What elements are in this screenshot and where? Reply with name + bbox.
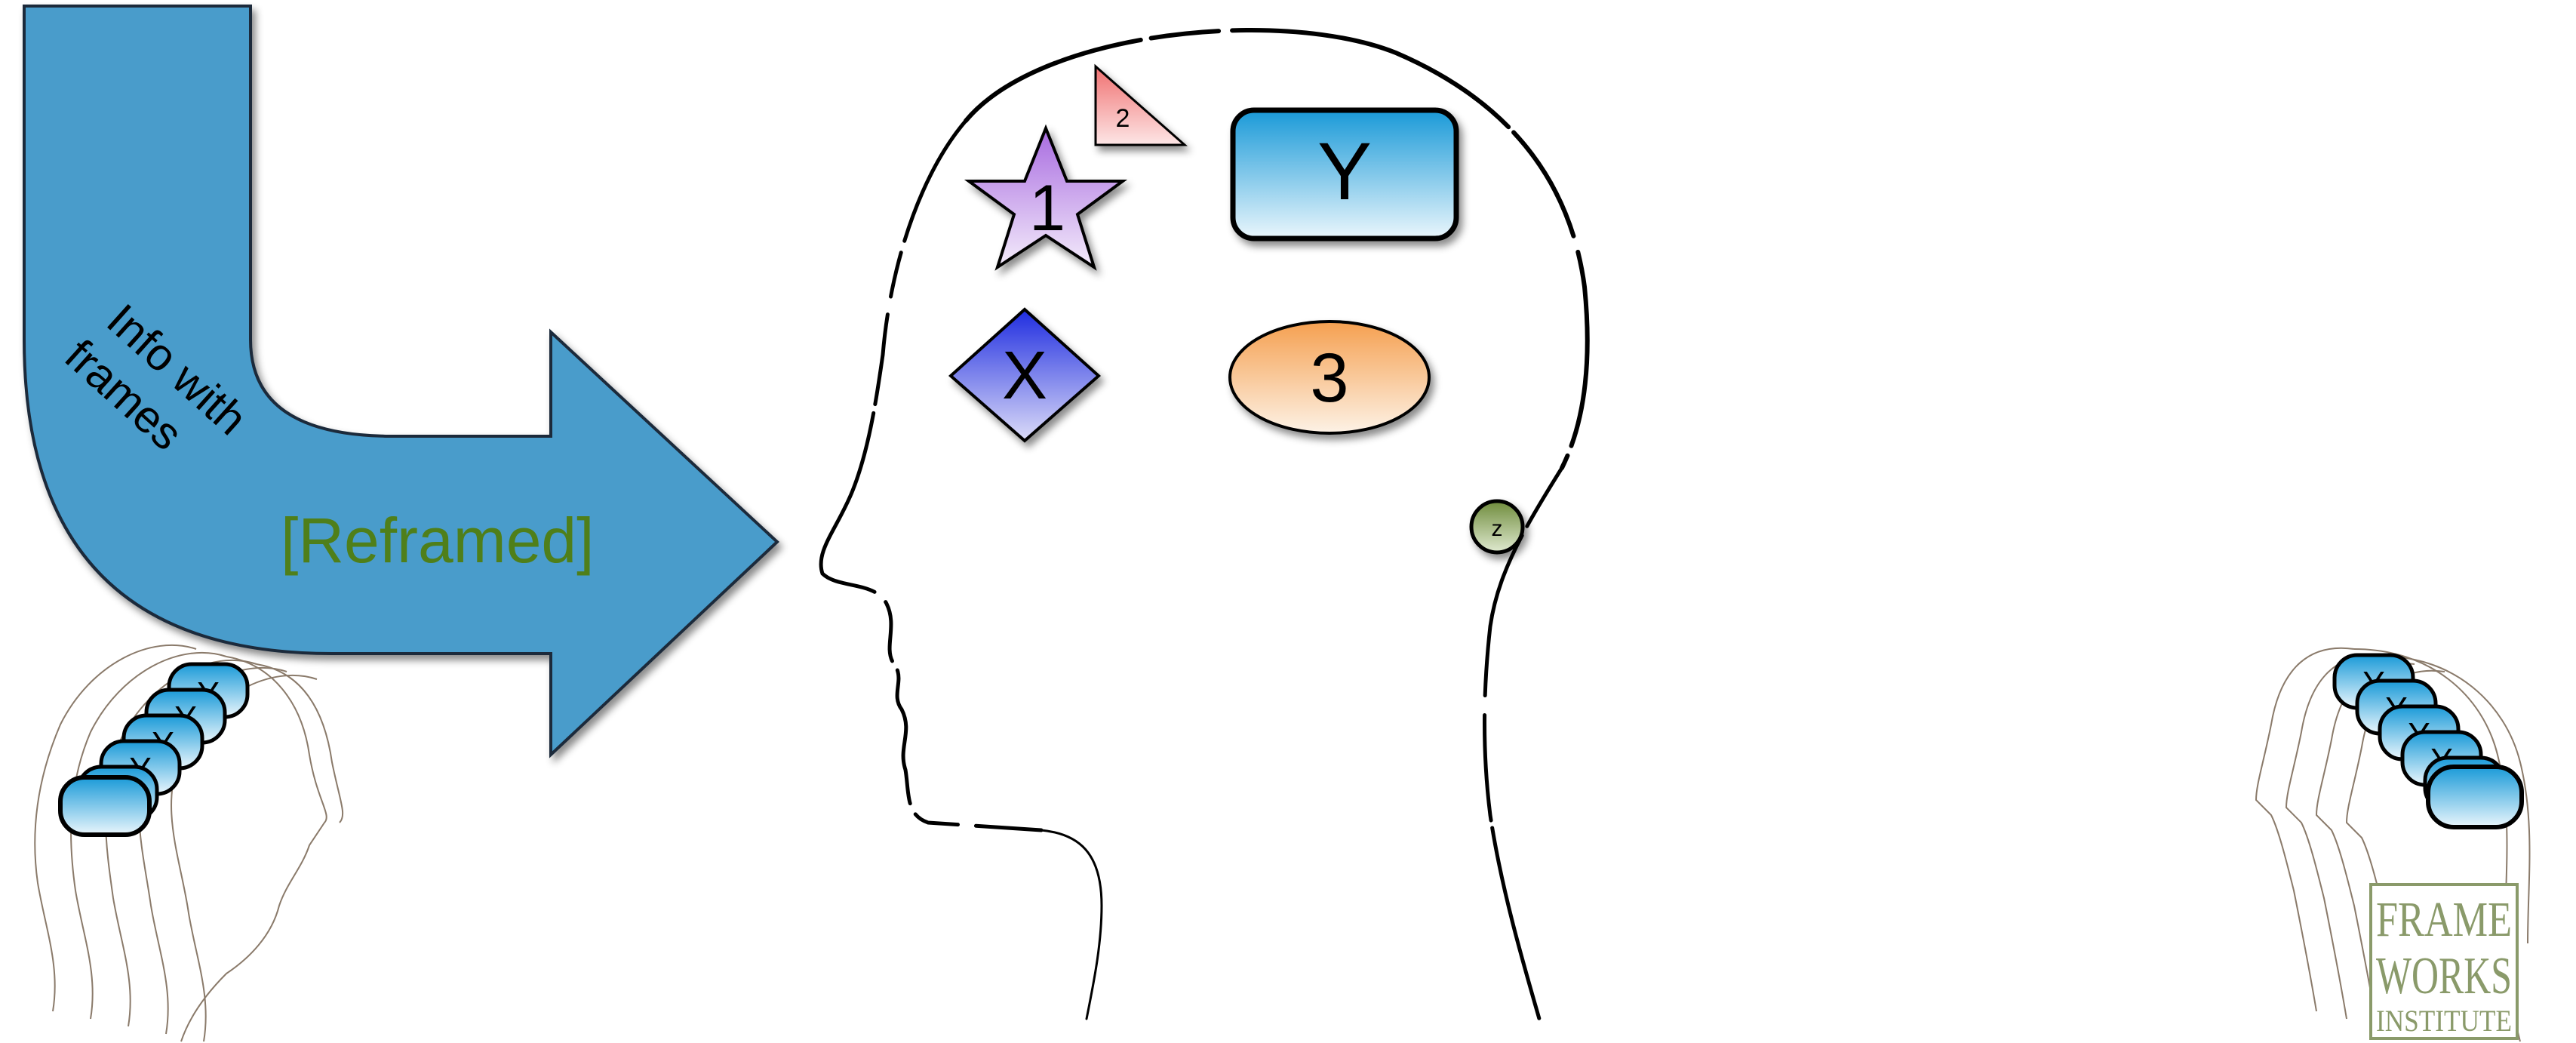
reframed-label: [Reframed]	[281, 505, 595, 576]
rounded-rect-icon: Y	[1233, 110, 1456, 238]
ellipse-icon: 3	[1230, 322, 1429, 433]
star-label: 1	[1029, 172, 1065, 245]
logo-line3: INSTITUTE	[2376, 1004, 2512, 1038]
star-icon: 1	[969, 128, 1123, 267]
diamond-icon: X	[951, 309, 1099, 441]
triangle-icon: 2	[1096, 66, 1185, 145]
circle-label: z	[1492, 516, 1503, 541]
reframing-arrow: Info with frames [Reframed]	[24, 6, 777, 755]
ellipse-label: 3	[1310, 340, 1348, 417]
frameworks-logo: FRAME WORKS INSTITUTE	[2371, 885, 2517, 1038]
circle-icon: z	[1471, 501, 1523, 552]
logo-line1: FRAME	[2376, 892, 2512, 947]
small-heads-left-badges: Y Y Y Y Y	[60, 664, 247, 835]
diamond-label: X	[1002, 338, 1047, 414]
logo-line2: WORKS	[2376, 947, 2512, 1005]
rect-y-label: Y	[1317, 125, 1372, 217]
triangle-label: 2	[1116, 104, 1130, 133]
